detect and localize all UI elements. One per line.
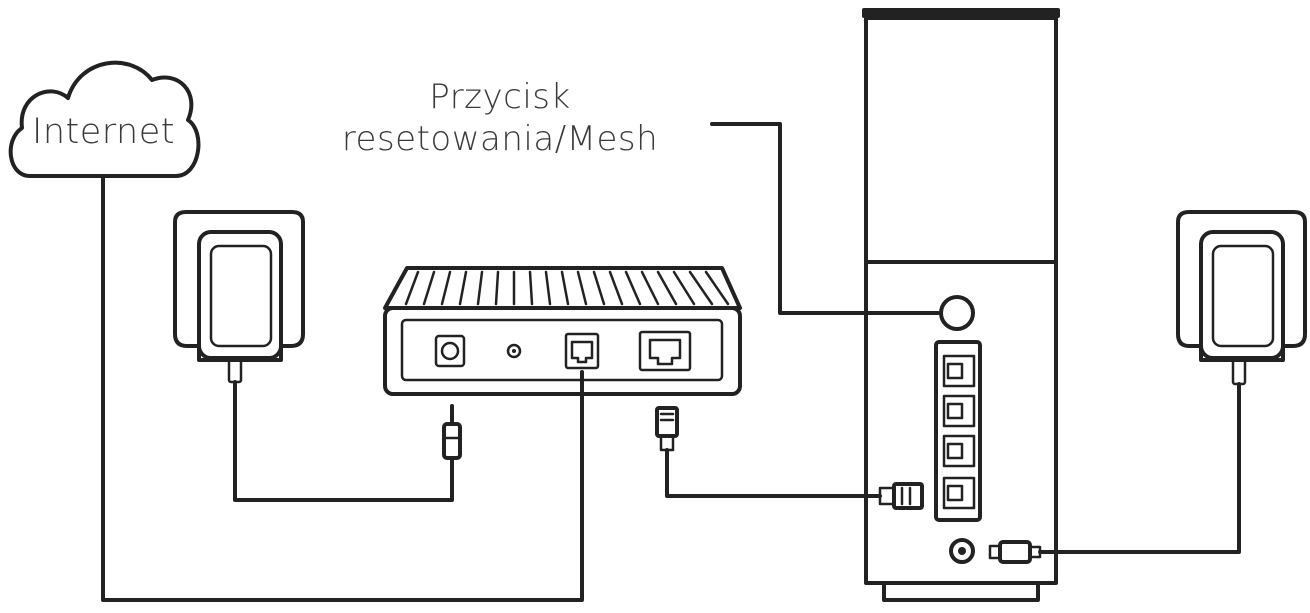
router-power-cable <box>1038 382 1241 554</box>
router-power-plug-icon <box>988 540 1042 564</box>
modem-power-adapter-icon <box>173 210 305 384</box>
reset-label-line-1: Przycisk <box>429 77 571 117</box>
reset-label-line-2: resetowania/Mesh <box>341 119 659 159</box>
router-icon <box>862 8 1060 602</box>
modem-power-plug-icon <box>442 404 462 460</box>
modem-icon <box>383 266 742 396</box>
modem-power-cable <box>233 380 454 502</box>
lan-cable <box>665 448 882 498</box>
internet-label: Internet <box>32 112 175 152</box>
lan-plug-modem-icon <box>655 406 679 452</box>
internet-cloud-icon <box>8 60 201 178</box>
router-power-adapter-icon <box>1176 210 1307 386</box>
lan-plug-router-icon <box>878 482 924 510</box>
internet-cable <box>101 174 584 602</box>
reset-mesh-button-label: Przycisk resetowania/Mesh <box>330 76 670 160</box>
reset-button-callout-line <box>710 122 940 315</box>
